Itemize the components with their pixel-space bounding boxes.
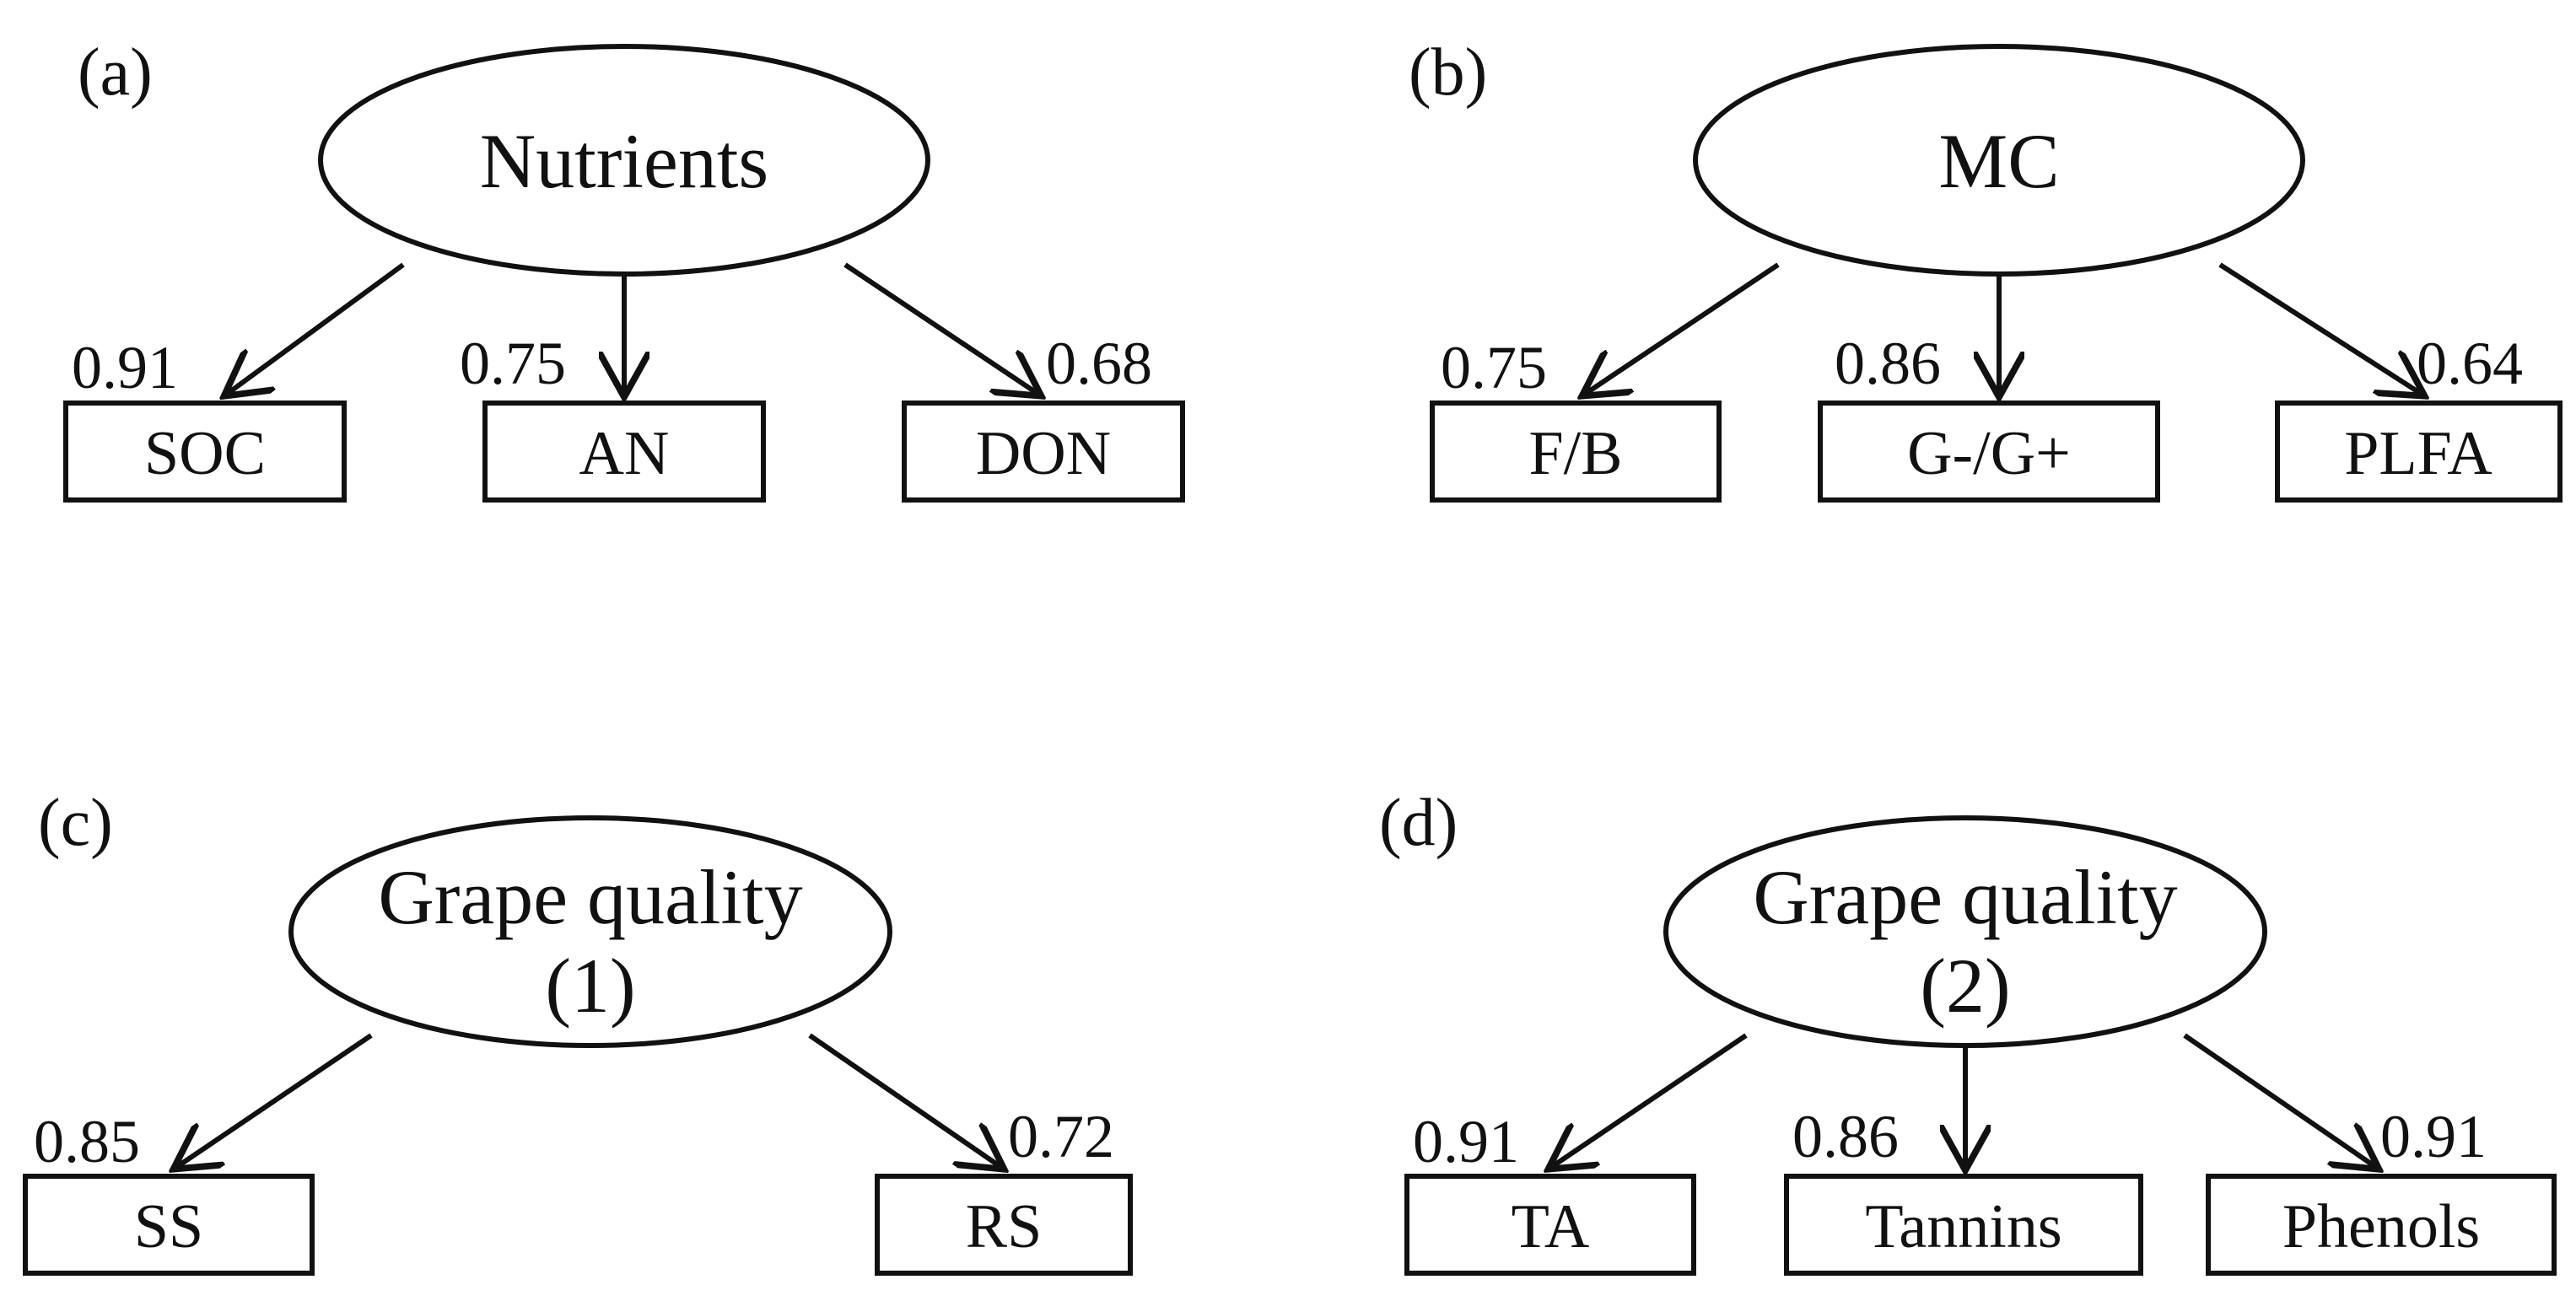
- indicator-box-ta: [1404, 1174, 1696, 1276]
- loading-value: 0.91: [72, 334, 178, 401]
- indicator-label: SOC: [144, 419, 266, 488]
- indicator-label: DON: [976, 419, 1111, 488]
- indicator-label: F/B: [1528, 419, 1622, 488]
- indicator-label: SS: [134, 1192, 203, 1261]
- latent-ellipse: [288, 815, 892, 1048]
- indicator-box-plfa: [2275, 401, 2563, 503]
- indicator-box-don: [902, 401, 1185, 503]
- panel-d: (d) Grape quality (2) TA Tannins Phenols…: [1379, 786, 2557, 1276]
- indicator-box-ss: [23, 1174, 315, 1276]
- latent-label-line1: Grape quality: [378, 854, 802, 940]
- indicator-label: Phenols: [2282, 1192, 2480, 1261]
- loading-value: 0.91: [2380, 1103, 2487, 1170]
- loading-value: 0.75: [1441, 334, 1547, 401]
- loading-value: 0.86: [1792, 1103, 1899, 1170]
- panel-c: (c) Grape quality (1) SS RS 0.85 0.72: [23, 786, 1133, 1276]
- loading-value: 0.86: [1835, 330, 1941, 397]
- panel-a: (a) Nutrients SOC AN DON 0.91 0.75 0.68: [63, 35, 1185, 503]
- latent-label-line2: (1): [545, 943, 635, 1029]
- indicator-label: Tannins: [1865, 1192, 2061, 1261]
- loading-arrow: [808, 1033, 1002, 1168]
- indicator-label: G-/G+: [1907, 419, 2071, 488]
- indicator-label: RS: [966, 1192, 1043, 1261]
- loading-arrow: [2183, 1033, 2377, 1168]
- loading-arrow: [175, 1033, 373, 1168]
- latent-label: Nutrients: [480, 118, 768, 204]
- latent-label-line2: (2): [1920, 943, 2010, 1029]
- loading-arrow: [2218, 262, 2422, 395]
- indicator-box-fb: [1430, 401, 1722, 503]
- latent-label-line1: Grape quality: [1753, 854, 2177, 940]
- indicator-box-tannins: [1784, 1174, 2143, 1276]
- loading-arrow: [843, 262, 1039, 395]
- loading-value: 0.68: [1046, 330, 1152, 397]
- loading-arrow: [1550, 1033, 1748, 1168]
- panel-label: (c): [38, 786, 113, 860]
- loading-value: 0.91: [1413, 1108, 1519, 1175]
- indicator-box-an: [482, 401, 766, 503]
- loading-arrow: [1584, 262, 1780, 395]
- indicator-label: PLFA: [2344, 419, 2492, 488]
- latent-label: MC: [1938, 118, 2059, 204]
- panel-label: (d): [1379, 786, 1458, 860]
- panel-b: (b) MC F/B G-/G+ PLFA 0.75 0.86 0.64: [1409, 35, 2563, 503]
- loading-value: 0.72: [1008, 1103, 1114, 1170]
- loading-value: 0.75: [460, 330, 566, 397]
- panel-label: (b): [1409, 35, 1487, 110]
- indicator-label: TA: [1512, 1192, 1590, 1261]
- indicator-label: AN: [579, 419, 670, 488]
- indicator-box-rs: [875, 1174, 1133, 1276]
- indicator-box-g-ratio: [1818, 401, 2160, 503]
- loading-value: 0.64: [2417, 330, 2523, 397]
- loading-value: 0.85: [34, 1108, 140, 1175]
- panel-label: (a): [78, 35, 153, 110]
- indicator-box-phenols: [2206, 1174, 2557, 1276]
- loading-arrow: [226, 262, 405, 395]
- indicator-box-soc: [63, 401, 347, 503]
